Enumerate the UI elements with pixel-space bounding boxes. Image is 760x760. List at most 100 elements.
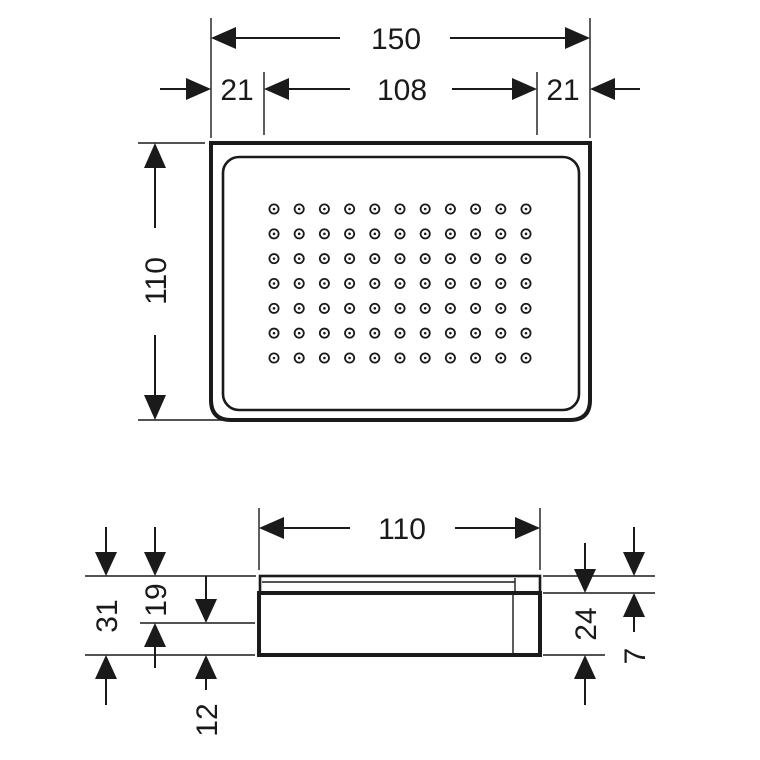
- drain-hole: [444, 352, 456, 364]
- drain-hole-center: [449, 307, 452, 310]
- drain-hole-center: [272, 331, 276, 335]
- drain-hole: [520, 203, 532, 215]
- drain-hole: [344, 327, 356, 339]
- drain-hole: [344, 352, 356, 364]
- drain-hole: [495, 352, 507, 364]
- drain-hole-center: [297, 282, 301, 285]
- drain-hole: [293, 253, 305, 265]
- drain-hole-center: [348, 307, 351, 310]
- drain-hole-center: [398, 207, 402, 211]
- drain-hole: [293, 327, 305, 339]
- dimension-right-height: 24: [570, 543, 603, 705]
- drain-hole-center: [323, 207, 326, 211]
- drain-hole-center: [272, 307, 276, 310]
- drain-hole-center: [323, 307, 326, 310]
- drain-hole: [344, 228, 356, 240]
- drain-hole-center: [499, 257, 503, 260]
- drain-hole-center: [348, 232, 351, 236]
- drain-hole-center: [373, 282, 377, 285]
- drain-hole-center: [474, 282, 477, 285]
- drain-hole: [369, 203, 381, 215]
- drain-hole: [470, 352, 482, 364]
- drain-hole: [520, 302, 532, 314]
- drain-hole-center: [323, 331, 326, 335]
- top-view: [209, 141, 592, 422]
- drain-hole-center: [373, 356, 377, 360]
- drain-hole: [268, 327, 280, 339]
- drain-hole-center: [423, 331, 427, 335]
- drain-hole-center: [474, 232, 477, 236]
- drain-hole: [520, 277, 532, 289]
- drain-hole: [394, 228, 406, 240]
- drain-hole: [495, 253, 507, 265]
- dimension-margins: 21 108 21: [160, 74, 640, 107]
- drain-hole-center: [348, 356, 351, 360]
- drain-hole-center: [297, 232, 301, 236]
- drain-hole-center: [524, 207, 528, 211]
- drain-hole-center: [398, 257, 402, 260]
- drain-hole-center: [297, 257, 301, 260]
- drain-hole-center: [499, 331, 503, 335]
- drain-hole-center: [398, 331, 402, 335]
- drain-hole-center: [272, 257, 276, 260]
- drain-hole-center: [449, 257, 452, 260]
- dim-label-side-width: 110: [378, 513, 426, 546]
- drain-hole: [470, 277, 482, 289]
- drain-hole-center: [499, 307, 503, 310]
- drain-hole: [369, 228, 381, 240]
- dim-label-depth: 110: [140, 257, 173, 305]
- drain-hole: [394, 302, 406, 314]
- drain-hole-center: [449, 207, 452, 211]
- drain-hole-center: [348, 207, 351, 211]
- drain-hole: [444, 253, 456, 265]
- drain-hole-center: [423, 207, 427, 211]
- dim-label-total-height: 31: [91, 599, 124, 632]
- drain-hole: [318, 228, 330, 240]
- drain-hole-center: [373, 207, 377, 211]
- drain-hole-center: [499, 232, 503, 236]
- drain-hole-center: [297, 207, 301, 211]
- drain-hole: [394, 203, 406, 215]
- drain-hole-center: [398, 282, 402, 285]
- dim-label-base-offset: 12: [191, 703, 224, 736]
- drain-hole: [369, 352, 381, 364]
- drain-hole: [369, 327, 381, 339]
- drain-hole: [419, 253, 431, 265]
- drain-hole-center: [272, 207, 276, 211]
- drain-hole: [394, 327, 406, 339]
- drain-hole: [495, 302, 507, 314]
- drain-hole-center: [474, 307, 477, 310]
- drain-hole-center: [272, 232, 276, 236]
- drain-hole-center: [524, 331, 528, 335]
- drain-hole-center: [272, 356, 276, 360]
- drain-hole-center: [348, 331, 351, 335]
- drain-hole: [470, 327, 482, 339]
- drain-hole-center: [474, 356, 477, 360]
- drain-hole: [470, 228, 482, 240]
- drain-hole: [293, 302, 305, 314]
- drain-hole-center: [449, 232, 452, 236]
- drain-hole: [318, 277, 330, 289]
- drain-hole-center: [398, 356, 402, 360]
- dimension-side-width: 110: [259, 513, 540, 546]
- drain-hole: [520, 253, 532, 265]
- drain-hole: [394, 352, 406, 364]
- drain-hole-center: [499, 356, 503, 360]
- drain-hole: [268, 302, 280, 314]
- drain-hole-center: [272, 282, 276, 285]
- drain-hole-center: [398, 307, 402, 310]
- drain-hole-center: [323, 282, 326, 285]
- dim-label-left-margin: 21: [220, 74, 253, 107]
- drain-hole: [268, 277, 280, 289]
- drain-hole-center: [423, 307, 427, 310]
- drain-hole: [344, 277, 356, 289]
- dimension-base-offset: 12: [191, 576, 224, 737]
- dim-label-right-height: 24: [570, 607, 603, 640]
- drain-hole: [293, 352, 305, 364]
- drain-hole-center: [297, 331, 301, 335]
- drain-hole: [394, 253, 406, 265]
- drain-hole: [293, 277, 305, 289]
- drain-hole-center: [348, 257, 351, 260]
- drain-hole: [444, 302, 456, 314]
